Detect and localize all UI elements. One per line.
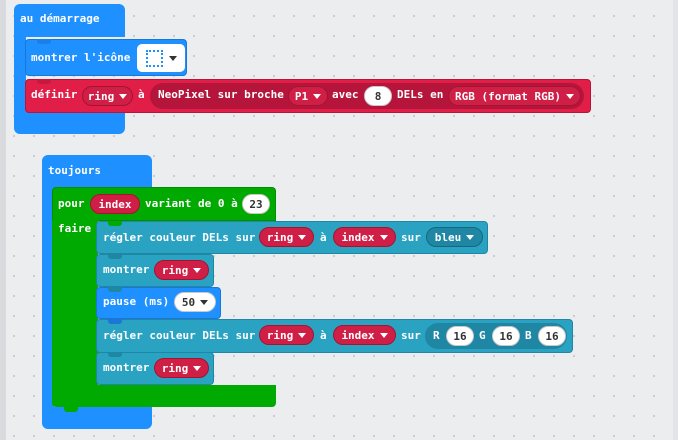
chevron-down-icon (193, 365, 202, 371)
set-pixel-label: régler couleur DELs sur (103, 231, 256, 244)
chevron-down-icon (379, 234, 388, 240)
strip-dropdown[interactable]: ring (154, 358, 209, 378)
loop-variable[interactable]: index (90, 194, 140, 214)
chevron-down-icon (119, 93, 128, 99)
strip-value: ring (266, 230, 294, 244)
chevron-down-icon (298, 234, 307, 240)
pause-label: pause (ms) (103, 295, 170, 308)
for-loop-bottom-notch (64, 407, 78, 412)
color-dropdown[interactable]: bleu (426, 227, 483, 247)
strip-dropdown[interactable]: ring (259, 227, 314, 247)
show-icon-label: montrer l'icône (31, 51, 131, 64)
blue-value: 16 (545, 329, 559, 343)
set-strip-notch (37, 79, 51, 84)
loop-variable-value: index (98, 197, 132, 211)
chevron-down-icon (466, 234, 475, 240)
strip-variable-dropdown[interactable]: ring (82, 86, 133, 106)
index-value: index (341, 328, 375, 342)
index-value: index (341, 230, 375, 244)
color-value: bleu (434, 230, 462, 244)
led-count-input[interactable]: 8 (364, 86, 392, 106)
chevron-down-icon (565, 93, 574, 99)
set-pixel-rgb-label: régler couleur DELs sur (103, 329, 256, 342)
rgb-g-label: G (479, 329, 486, 342)
on-start-footer (14, 112, 125, 134)
forever-label: toujours (48, 164, 101, 177)
pause-notch (108, 287, 122, 292)
loop-end-value: 23 (249, 197, 263, 211)
set-pixel-rgb-at: à (320, 329, 327, 342)
strip-value: ring (161, 263, 189, 277)
show-strip-notch (108, 254, 122, 259)
icon-picker[interactable] (137, 44, 185, 72)
set-strip-to: à (138, 88, 145, 101)
rgb-b-label: B (525, 329, 532, 342)
pin-dropdown[interactable]: P1 (288, 86, 328, 106)
chevron-down-icon (298, 332, 307, 338)
color-mode-value: RGB (format RGB) (455, 89, 561, 103)
neopixel-with-label: avec (332, 88, 359, 101)
for-loop-arm (52, 220, 98, 387)
square-outline-icon (145, 49, 163, 67)
chevron-down-icon (168, 55, 177, 61)
forever-arm (42, 187, 54, 409)
set-pixel-notch (108, 221, 122, 226)
pause-duration-value: 50 (181, 295, 196, 309)
blue-input[interactable]: 16 (538, 326, 566, 346)
led-count-value: 8 (374, 89, 382, 103)
for-loop-range-label: variant de 0 à (145, 197, 238, 210)
color-mode-dropdown[interactable]: RGB (format RGB) (448, 86, 581, 106)
red-input[interactable]: 16 (446, 326, 474, 346)
forever-footer (42, 407, 152, 429)
strip-variable-value: ring (87, 89, 115, 103)
green-value: 16 (499, 329, 513, 343)
chevron-down-icon (313, 93, 322, 99)
red-value: 16 (453, 329, 467, 343)
on-start-hat[interactable] (14, 4, 125, 37)
chevron-down-icon (200, 299, 209, 305)
set-pixel-rgb-on: sur (401, 329, 421, 342)
pause-duration-dropdown[interactable]: 50 (174, 292, 216, 312)
loop-end-input[interactable]: 23 (242, 194, 270, 214)
show-strip-label: montrer (103, 361, 150, 374)
chevron-down-icon (193, 267, 202, 273)
for-loop-footer (52, 385, 276, 407)
workspace-scrollbar[interactable] (673, 0, 678, 440)
rgb-r-label: R (433, 329, 440, 342)
index-dropdown[interactable]: index (333, 325, 396, 345)
strip-dropdown[interactable]: ring (259, 325, 314, 345)
strip-value: ring (266, 328, 294, 342)
show-strip-notch (108, 352, 122, 357)
green-input[interactable]: 16 (492, 326, 520, 346)
for-loop-do-label: faire (58, 222, 92, 235)
set-pixel-rgb-notch (108, 319, 122, 324)
set-pixel-on: sur (401, 231, 421, 244)
strip-dropdown[interactable]: ring (154, 260, 209, 280)
for-loop-label: pour (58, 197, 85, 210)
neopixel-create-label: NeoPixel sur broche (158, 88, 284, 101)
on-start-label: au démarrage (20, 12, 100, 25)
show-strip-label: montrer (103, 263, 150, 276)
strip-value: ring (161, 361, 189, 375)
neopixel-leds-in-label: DELs en (397, 88, 444, 101)
chevron-down-icon (379, 332, 388, 338)
set-strip-label: définir (31, 88, 78, 101)
for-loop-header[interactable] (52, 187, 276, 221)
set-pixel-at: à (320, 231, 327, 244)
workspace-left-edge (0, 0, 6, 440)
pin-value: P1 (294, 89, 309, 103)
index-dropdown[interactable]: index (333, 227, 396, 247)
forever-hat[interactable] (42, 155, 152, 188)
on-start-arm (14, 36, 26, 114)
show-icon-notch (37, 39, 51, 44)
